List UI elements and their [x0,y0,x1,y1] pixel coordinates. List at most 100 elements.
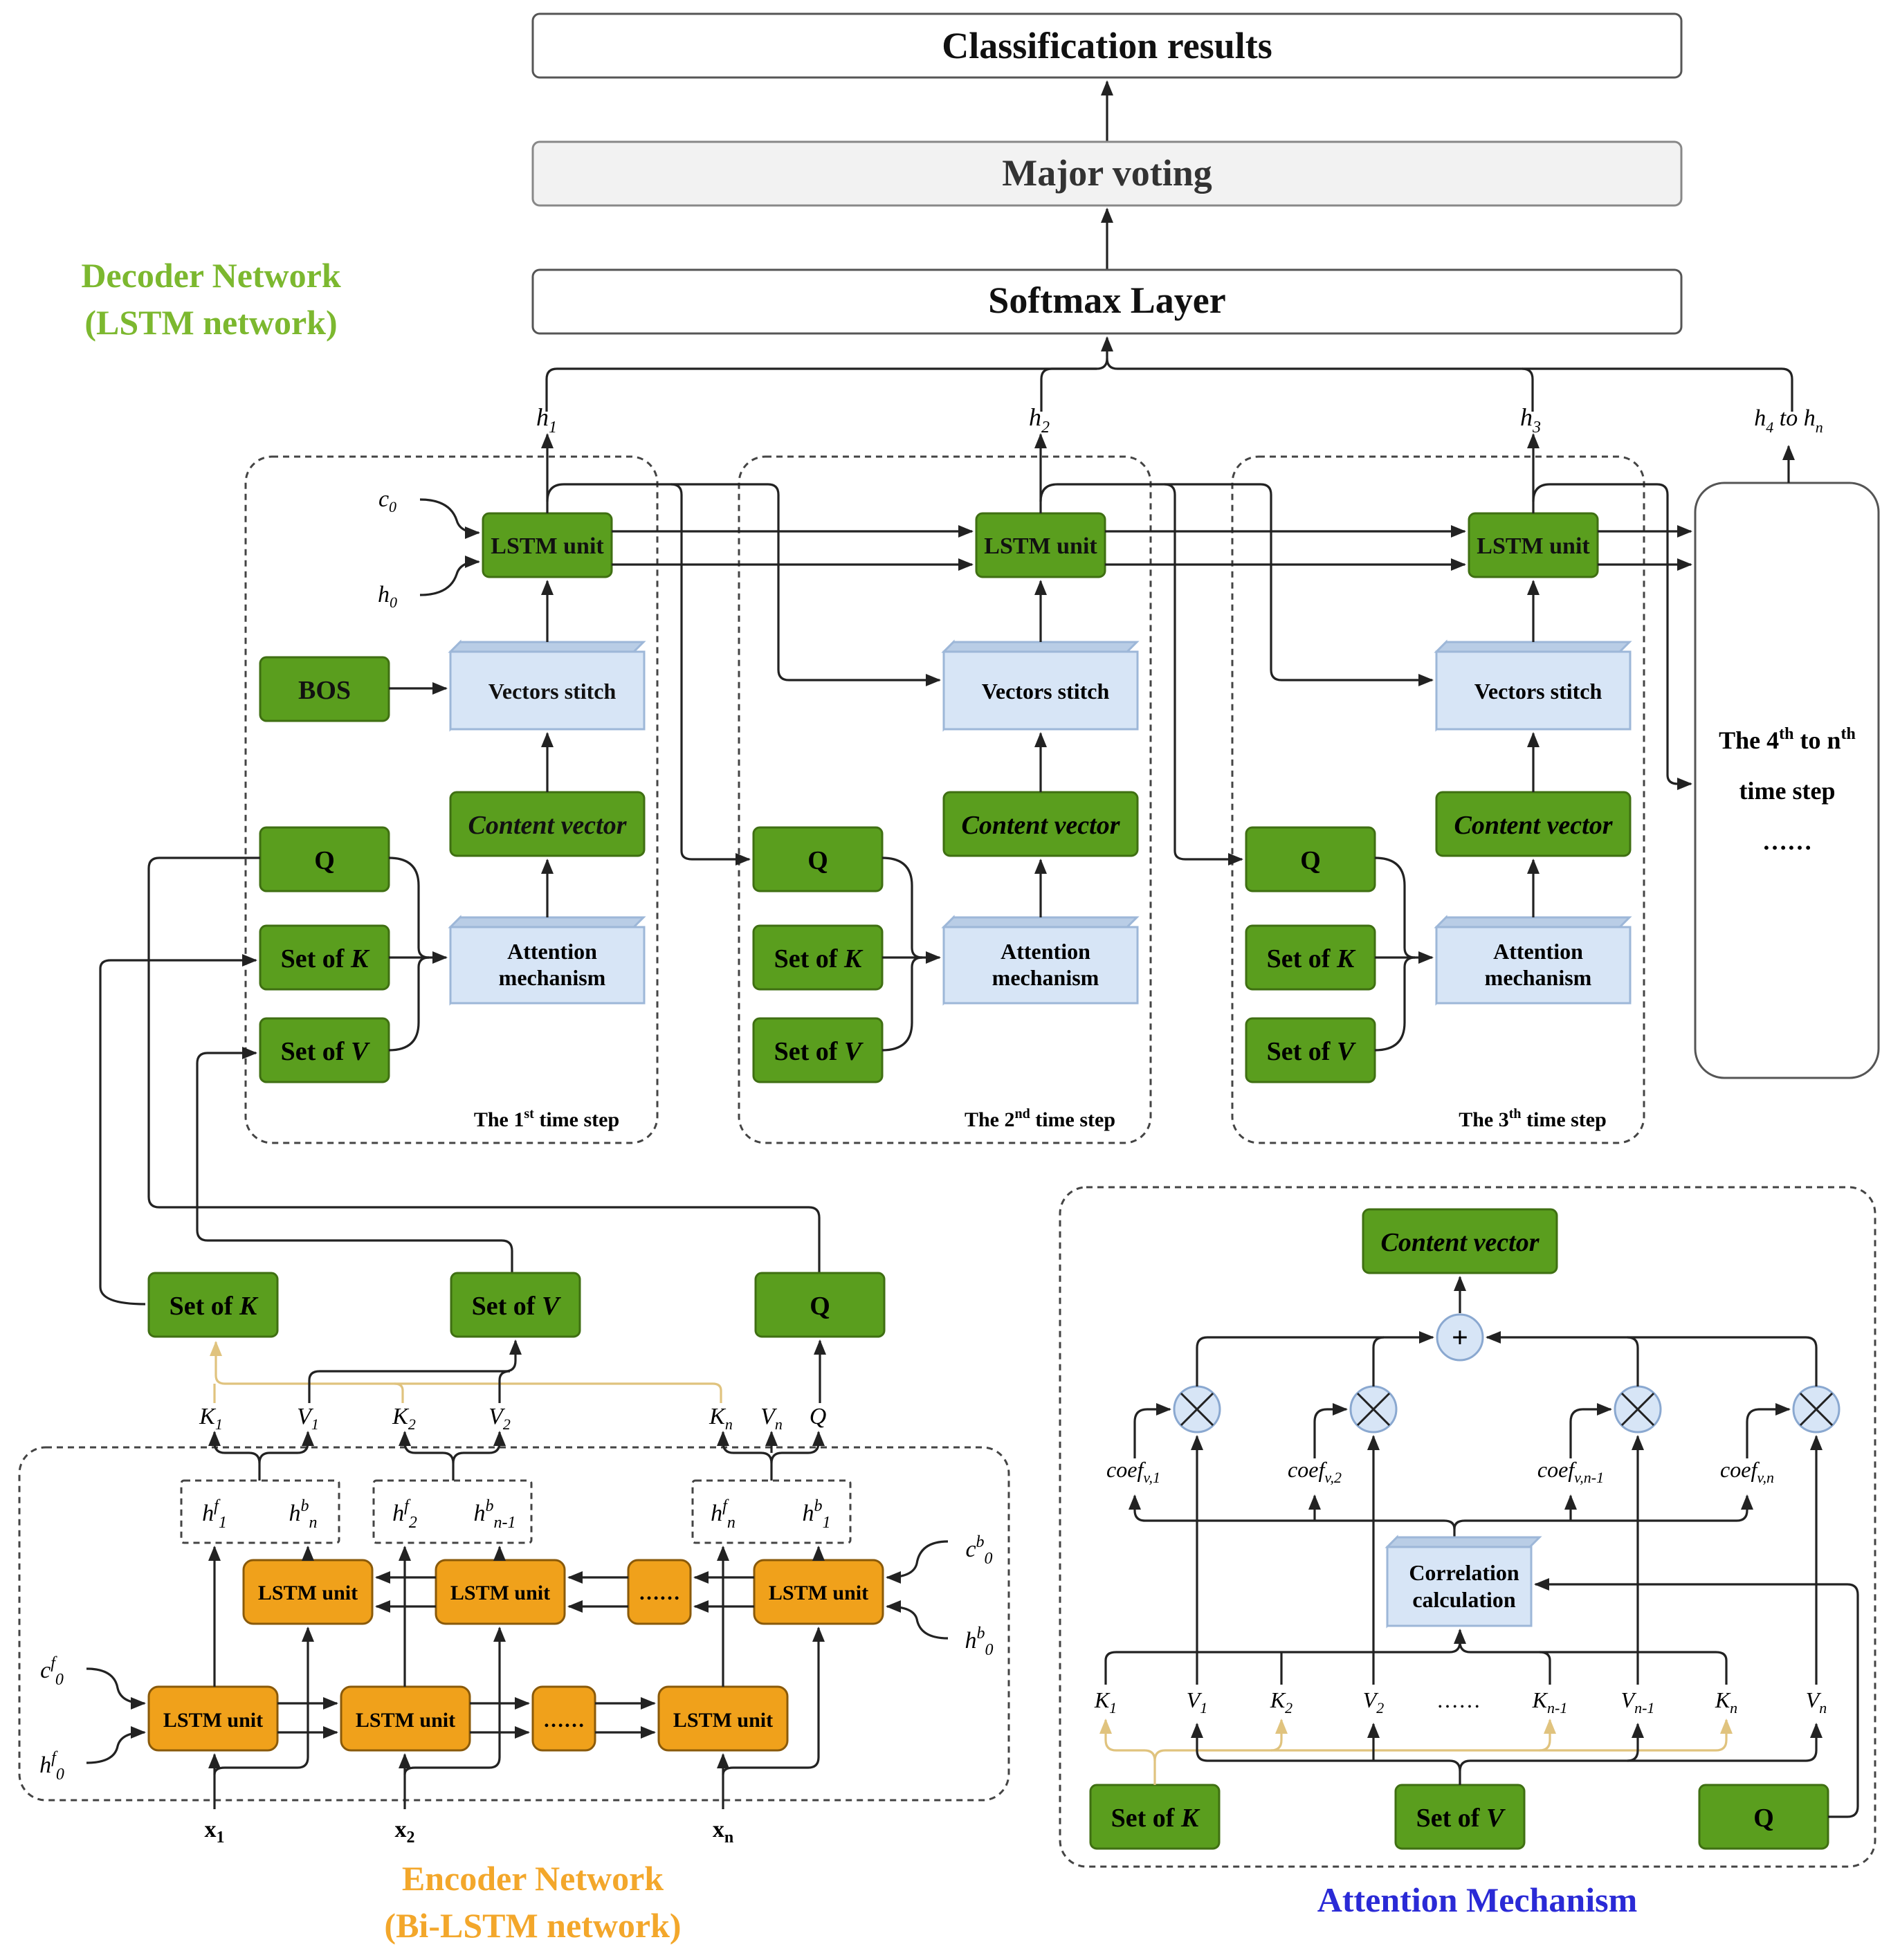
svg-text:hf1: hf1 [202,1497,227,1532]
attention-mechanism-3: Attention mechanism [1434,915,1632,1006]
svg-text:LSTM unit: LSTM unit [450,1582,550,1604]
attention-set-of-v: Set of V [1394,1784,1526,1850]
svg-text:LSTM unit: LSTM unit [163,1709,263,1732]
encoder-q: Q [754,1272,886,1338]
decoder-lstm-unit-2: LSTM unit [975,512,1106,578]
svg-text:LSTM unit: LSTM unit [984,533,1097,559]
svg-text:Set of K: Set of K [170,1292,259,1321]
svg-text:Vectors stitch: Vectors stitch [1474,679,1602,704]
attention-mechanism-2: Attention mechanism [941,915,1140,1006]
multiply-node-1 [1173,1385,1221,1434]
svg-text:The 3th time step: The 3th time step [1459,1106,1607,1131]
encoder-network-title: Encoder Network (Bi-LSTM network) [384,1859,681,1945]
svg-text:mechanism: mechanism [992,965,1099,990]
time-step-3: LSTM unit Vectors stitch Content vector … [1245,433,1632,1131]
svg-text:Attention: Attention [507,939,597,964]
svg-text:LSTM unit: LSTM unit [356,1709,455,1732]
decoder-lstm-unit-1: LSTM unit [482,512,613,578]
svg-text:+: + [1452,1322,1468,1354]
svg-text:Vn-1: Vn-1 [1621,1687,1655,1716]
svg-text:Content vector: Content vector [468,811,627,840]
svg-text:hf0: hf0 [39,1749,64,1784]
multiply-node-3 [1614,1385,1662,1434]
svg-text:hfn: hfn [711,1497,736,1532]
svg-text:Set of K: Set of K [1111,1804,1200,1833]
output-label-h2: h2 [1029,403,1050,437]
multiply-node-2 [1349,1385,1398,1434]
backward-lstm-n: LSTM unit [753,1559,884,1625]
svg-text:Kn: Kn [1715,1687,1737,1716]
encoder-pair-2: hf2 hbn-1 [372,1479,533,1544]
svg-text:V1: V1 [297,1404,319,1433]
svg-text:Q: Q [314,846,335,875]
vectors-stitch-1: Vectors stitch [448,639,646,732]
svg-text:K1: K1 [199,1404,223,1433]
svg-text:Q: Q [810,1404,827,1429]
svg-text:Encoder Network: Encoder Network [402,1859,664,1898]
content-vector-3: Content vector [1435,791,1632,857]
svg-text:h0: h0 [378,582,397,611]
backward-lstm-1: LSTM unit [242,1559,374,1625]
decoder-network-title: Decoder Network (LSTM network) [81,256,341,342]
attention-set-of-k: Set of K [1089,1784,1221,1850]
svg-text:Attention: Attention [1493,939,1583,964]
svg-text:Classification results: Classification results [942,25,1272,66]
svg-text:Q: Q [807,846,828,875]
svg-text:V2: V2 [488,1404,511,1433]
svg-text:Vectors stitch: Vectors stitch [488,679,616,704]
encoder-set-of-v: Set of V [450,1272,581,1338]
svg-text:Set of V: Set of V [281,1037,370,1066]
decoder-set-of-k-3: Set of K [1245,924,1376,991]
svg-text:h1: h1 [536,403,557,437]
svg-text:Vn: Vn [760,1404,783,1433]
attention-mechanism-title: Attention Mechanism [1317,1880,1637,1919]
content-vector-2: Content vector [942,791,1139,857]
svg-text:hb1: hb1 [803,1497,831,1532]
output-label-h3: h3 [1520,403,1541,437]
svg-text:V2: V2 [1363,1687,1385,1716]
multiply-node-4 [1792,1385,1840,1434]
svg-text:BOS: BOS [298,676,351,705]
svg-text:Set of K: Set of K [281,944,370,973]
forward-lstm-n: LSTM unit [657,1685,789,1752]
svg-text:xn: xn [713,1817,733,1847]
svg-text:(Bi-LSTM network): (Bi-LSTM network) [384,1906,681,1945]
time-step-1: LSTM unit Vectors stitch BOS Content vec… [259,433,646,1131]
sum-node: + [1436,1313,1484,1362]
svg-text:cb0: cb0 [965,1533,992,1568]
svg-text:Kn: Kn [709,1404,733,1433]
decoder-set-of-v-2: Set of V [752,1017,884,1083]
svg-text:Set of V: Set of V [1416,1804,1506,1833]
svg-text:Q: Q [1753,1804,1774,1833]
coef-labels: coefv,1 coefv,2 coefv,n-1 coefv,n [1106,1457,1774,1486]
svg-text:LSTM unit: LSTM unit [491,533,604,559]
svg-text:LSTM unit: LSTM unit [258,1582,358,1604]
encoder-frame [18,1446,1010,1802]
content-vector-1: Content vector [449,791,646,857]
svg-text:Vectors stitch: Vectors stitch [982,679,1110,704]
svg-text:mechanism: mechanism [1485,965,1592,990]
time-step-1-frame [244,455,659,1144]
svg-text:V1: V1 [1187,1687,1208,1716]
time-step-2-frame [738,455,1152,1144]
svg-text:Content vector: Content vector [1380,1228,1540,1257]
svg-text:Correlation: Correlation [1409,1560,1519,1585]
svg-text:time step: time step [1739,777,1836,805]
output-label-h1: h1 [536,403,557,437]
backward-lstm-ellipsis: …… [627,1559,692,1625]
svg-text:h4 to hn: h4 to hn [1754,405,1823,436]
svg-text:Content vector: Content vector [961,811,1120,840]
svg-text:……: …… [543,1709,585,1732]
svg-text:Set of K: Set of K [1267,944,1356,973]
svg-text:coefv,n: coefv,n [1720,1457,1774,1486]
svg-text:Softmax Layer: Softmax Layer [988,280,1225,321]
decoder-q-1: Q [259,826,390,892]
svg-text:LSTM unit: LSTM unit [673,1709,773,1732]
attention-q: Q [1698,1784,1829,1850]
decoder-q-3: Q [1245,826,1376,892]
attention-kv-labels: K1 V1 K2 V2 …… Kn-1 Vn-1 Kn Vn [1094,1687,1827,1716]
encoder-kvq-labels: K1 V1 K2 V2 Kn Vn Q [199,1404,826,1433]
svg-text:mechanism: mechanism [499,965,606,990]
forward-lstm-1: LSTM unit [147,1685,279,1752]
svg-text:K1: K1 [1094,1687,1117,1716]
